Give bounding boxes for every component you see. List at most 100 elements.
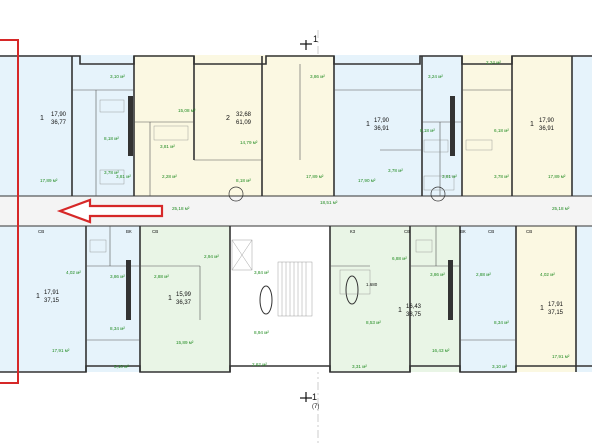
- top-block: [0, 55, 592, 372]
- room-area: 3,10 м²: [110, 74, 125, 79]
- room-fill: [194, 55, 334, 196]
- room-area: 6,88 м²: [392, 256, 407, 261]
- room-fill: [230, 226, 330, 372]
- room-area: 2,28 м²: [162, 174, 177, 179]
- apt-living: 32,68: [236, 112, 252, 118]
- apt-total: 36,91: [374, 126, 390, 132]
- room-area: 3,10 м²: [114, 364, 129, 369]
- room-area: 2,62 м²: [252, 362, 267, 367]
- apt-rooms: 1: [540, 305, 544, 312]
- room-fill: [576, 226, 592, 372]
- room-area: 3,86 м²: [430, 272, 445, 277]
- room-fill: [86, 226, 140, 372]
- room-area: 3,84 м²: [254, 270, 269, 275]
- room-fill: [462, 55, 572, 196]
- room-fill: [140, 226, 230, 372]
- apt-total: 37,15: [44, 298, 60, 304]
- apt-living: 16,43: [406, 304, 422, 310]
- apt-living: 17,91: [548, 302, 564, 308]
- room-area: 8,34 м²: [110, 326, 125, 331]
- room-area: 3,78 м²: [388, 168, 403, 173]
- apt-rooms: 1: [366, 121, 370, 128]
- room-fill: [330, 226, 410, 372]
- room-area: 3,86 м²: [110, 274, 125, 279]
- tag: 1.680: [366, 282, 378, 287]
- room-fill: [572, 55, 592, 196]
- room-area: 8,18 м²: [236, 178, 251, 183]
- apt-total: 38,75: [406, 312, 422, 318]
- direction-arrow: [56, 198, 164, 224]
- tag: ВК: [126, 229, 132, 234]
- room-area: 3,78 м²: [104, 170, 119, 175]
- room-area: 3,86 м²: [310, 74, 325, 79]
- room-fill: [134, 55, 194, 196]
- axis-label-bottom: 1: [312, 392, 317, 402]
- room-area: 2,88 м²: [154, 274, 169, 279]
- room-area: 25,18 м²: [552, 206, 570, 211]
- room-area: 17,90 м²: [358, 178, 376, 183]
- room-area: 15,89 м²: [176, 340, 194, 345]
- axis-label-bottom-sub: (7): [312, 404, 319, 410]
- tag: К3: [350, 229, 356, 234]
- room-area: 14,79 м²: [240, 140, 258, 145]
- room-fill: [460, 226, 516, 372]
- tag: ВК: [460, 229, 466, 234]
- apt-total: 61,09: [236, 120, 252, 126]
- tags: СВ ВК СВ К3 СВ ВК СВ СВ 1.680: [38, 229, 532, 287]
- room-area: 2,24 м²: [486, 60, 501, 65]
- room-area: 15,08 м²: [178, 108, 196, 113]
- room-area: 4,02 м²: [66, 270, 81, 275]
- apt-total: 36,91: [539, 126, 555, 132]
- room-fill: [334, 55, 422, 196]
- apt-living: 17,91: [44, 290, 60, 296]
- apt-total: 36,37: [176, 300, 192, 306]
- room-area: 6,18 м²: [494, 128, 509, 133]
- partitions: [72, 64, 516, 341]
- tag: СВ: [404, 229, 410, 234]
- shafts: [126, 96, 455, 320]
- highlight-frame: [0, 39, 19, 384]
- tag: СВ: [488, 229, 494, 234]
- room-area: 2,94 м²: [204, 254, 219, 259]
- apt-rooms: 1: [36, 293, 40, 300]
- apt-living: 17,90: [539, 118, 555, 124]
- room-area-labels: 3,10 м² 15,08 м² 3,86 м² 3,24 м² 2,24 м²…: [40, 60, 570, 369]
- room-area: 17,89 м²: [306, 174, 324, 179]
- room-area: 8,94 м²: [254, 330, 269, 335]
- room-fill: [516, 226, 576, 372]
- apt-rooms: 2: [226, 115, 230, 122]
- room-area: 3,24 м²: [428, 74, 443, 79]
- room-area: 3,78 м²: [494, 174, 509, 179]
- walls: [0, 55, 592, 373]
- room-fill: [72, 55, 134, 196]
- apt-rooms: 1: [530, 121, 534, 128]
- room-area: 8,34 м²: [494, 320, 509, 325]
- tag: СВ: [152, 229, 158, 234]
- room-area: 17,89 м²: [40, 178, 58, 183]
- room-fill: [0, 55, 72, 196]
- room-area: 18,51 м²: [320, 200, 338, 205]
- room-area: 3,81 м²: [442, 174, 457, 179]
- apt-living: 17,90: [374, 118, 390, 124]
- room-area: 17,89 м²: [548, 174, 566, 179]
- apt-living: 17,90: [51, 112, 67, 118]
- room-area: 17,91 м²: [552, 354, 570, 359]
- fixtures: [89, 99, 493, 295]
- room-area: 8,53 м²: [366, 320, 381, 325]
- room-area: 8,18 м²: [104, 136, 119, 141]
- tag: СВ: [38, 229, 44, 234]
- room-area: 3,81 м²: [116, 174, 131, 179]
- room-fill: [0, 226, 86, 372]
- apt-rooms: 1: [40, 115, 44, 122]
- tag: СВ: [526, 229, 532, 234]
- room-area: 3,81 м²: [160, 144, 175, 149]
- apt-rooms: 1: [168, 295, 172, 302]
- room-area: 16,43 м²: [432, 348, 450, 353]
- room-area: 4,02 м²: [540, 272, 555, 277]
- apt-rooms: 1: [398, 307, 402, 314]
- apt-total: 36,77: [51, 120, 67, 126]
- staircase: [231, 239, 313, 317]
- apt-total: 37,15: [548, 310, 564, 316]
- room-area: 3,10 м²: [492, 364, 507, 369]
